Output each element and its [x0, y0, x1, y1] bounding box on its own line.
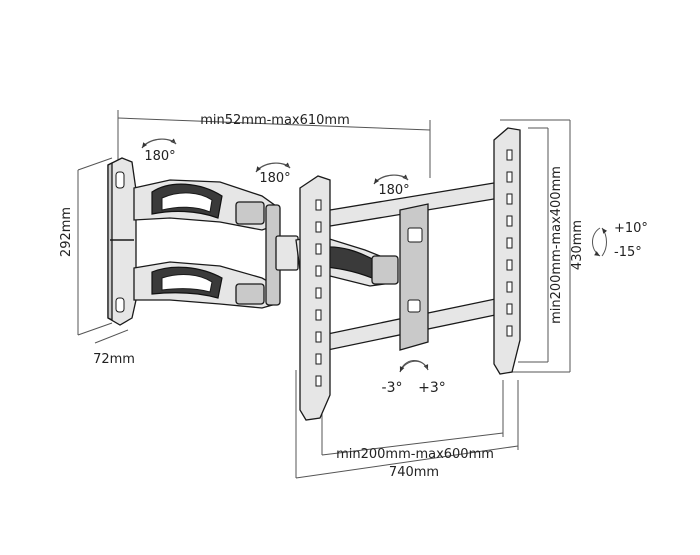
rotate-right-label: +3°: [418, 380, 446, 396]
swivel-middle-label: 180°: [259, 171, 290, 186]
swivel-head-label: 180°: [378, 183, 409, 198]
swivel-middle-icon: [255, 162, 291, 173]
first-arm-lower: [133, 261, 277, 309]
overall-width-label: 740mm: [389, 465, 439, 480]
wall-plate-depth-label: 72mm: [93, 352, 135, 367]
rotate-left-label: -3°: [382, 380, 403, 396]
tilt-icon: [592, 227, 608, 257]
tilt-down-label: -15°: [614, 245, 642, 260]
vesa-horizontal-label: min200mm-max600mm: [336, 447, 494, 462]
first-arm-upper: [133, 179, 277, 231]
swivel-wall-icon: [141, 138, 177, 149]
rotate-icon: [399, 360, 429, 373]
wall-plate: [107, 157, 137, 326]
tv-bracket: [299, 127, 521, 421]
dimension-lines: [77, 110, 571, 479]
elbow-joint: [265, 204, 299, 306]
arm-extension-label: min52mm-max610mm: [200, 113, 350, 128]
vesa-vertical-label: min200mm-max400mm: [549, 166, 564, 324]
swivel-wall-label: 180°: [144, 149, 175, 164]
tilt-up-label: +10°: [614, 221, 648, 236]
swivel-head-icon: [373, 174, 409, 185]
wall-plate-height-label: 292mm: [59, 207, 74, 257]
overall-height-label: 430mm: [570, 220, 585, 270]
